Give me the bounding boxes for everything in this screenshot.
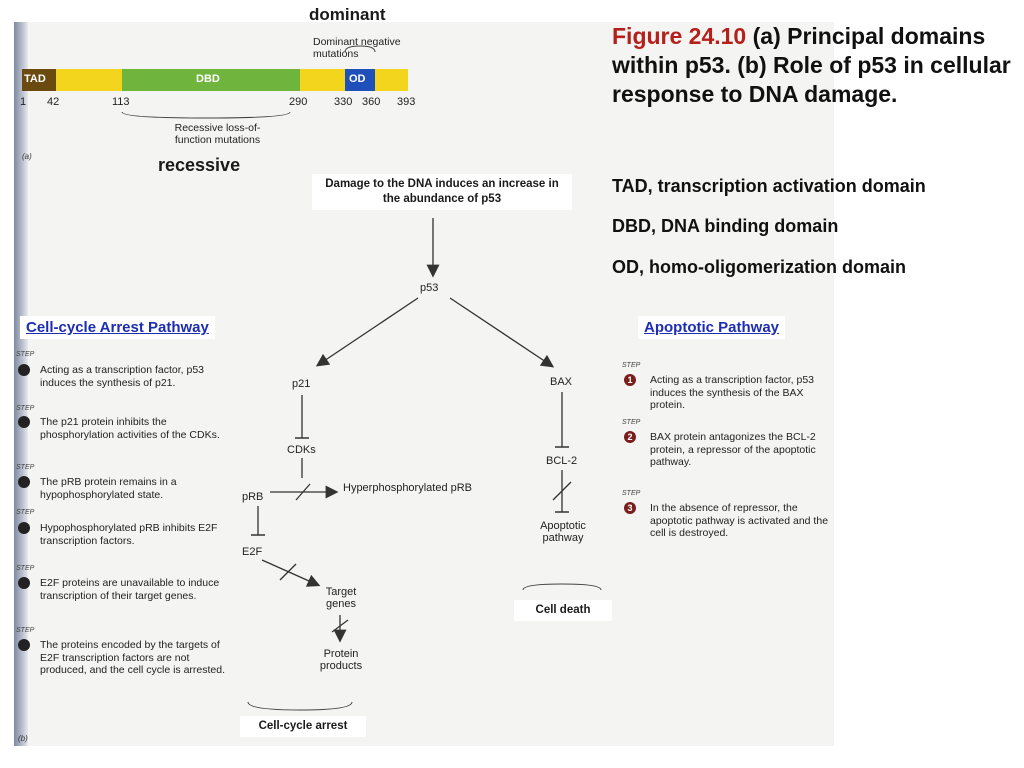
step-badge bbox=[18, 639, 30, 651]
node-apoptotic-pathway: Apoptotic pathway bbox=[540, 520, 586, 544]
node-e2f: E2F bbox=[242, 546, 263, 558]
scanned-figure bbox=[14, 22, 834, 746]
dominant-brace bbox=[344, 45, 376, 53]
position-1: 1 bbox=[20, 96, 27, 108]
dbd-domain bbox=[122, 69, 300, 91]
step-tag: STEP bbox=[622, 490, 641, 497]
right-step-3: In the absence of repressor, the apoptot… bbox=[650, 502, 829, 539]
right-step-1: Acting as a transcription factor, p53 in… bbox=[650, 374, 815, 411]
step-badge bbox=[18, 364, 30, 376]
recessive-loss-note: Recessive loss-of-function mutations bbox=[174, 122, 261, 146]
step-badge bbox=[18, 476, 30, 488]
position-393: 393 bbox=[397, 96, 416, 108]
position-113: 113 bbox=[112, 96, 130, 108]
step-badge: 1 bbox=[624, 374, 636, 386]
node-bax: BAX bbox=[550, 376, 573, 388]
step-tag: STEP bbox=[622, 362, 641, 369]
position-290: 290 bbox=[289, 96, 308, 108]
step-tag: STEP bbox=[16, 509, 35, 516]
tad-domain bbox=[22, 69, 56, 91]
step-tag: STEP bbox=[16, 627, 35, 634]
arrow-p53-to-bax bbox=[449, 297, 555, 368]
cell-cycle-arrest-outcome: Cell-cycle arrest bbox=[240, 716, 366, 737]
node-target-genes: Target genes bbox=[325, 586, 357, 610]
position-330: 330 bbox=[334, 96, 353, 108]
cell-cycle-arrest-brace bbox=[247, 701, 353, 711]
node-prb: pRB bbox=[242, 491, 264, 503]
step-tag: STEP bbox=[16, 464, 35, 471]
step-badge bbox=[18, 416, 30, 428]
step-tag: STEP bbox=[16, 565, 35, 572]
node-protein-products: Protein products bbox=[319, 648, 363, 672]
step-badge bbox=[18, 577, 30, 589]
od-label: OD bbox=[349, 73, 366, 85]
left-step-1: Acting as a transcription factor, p53 in… bbox=[40, 364, 205, 389]
node-p21: p21 bbox=[292, 378, 311, 390]
node-bcl2: BCL-2 bbox=[546, 455, 578, 467]
position-42: 42 bbox=[47, 96, 60, 108]
abbrev-tad: TAD, transcription activation domain bbox=[612, 176, 926, 196]
step-badge bbox=[18, 522, 30, 534]
dominant-label: dominant bbox=[309, 5, 386, 24]
apoptotic-pathway-title: Apoptotic Pathway bbox=[638, 316, 786, 339]
linker-segment-1 bbox=[56, 69, 122, 91]
tad-label: TAD bbox=[24, 73, 46, 85]
recessive-brace bbox=[121, 111, 291, 119]
left-step-2: The p21 protein inhibits the phosphoryla… bbox=[40, 416, 220, 441]
blocked-arrow-target-genes bbox=[261, 559, 321, 587]
left-step-6: The proteins encoded by the targets of E… bbox=[40, 639, 226, 676]
node-cdks: CDKs bbox=[287, 444, 316, 456]
damage-info-box: Damage to the DNA induces an increase in… bbox=[312, 174, 572, 210]
step-badge: 2 bbox=[624, 431, 636, 443]
dominant-negative-note: Dominant negative mutations bbox=[313, 36, 401, 60]
recessive-label: recessive bbox=[158, 155, 241, 175]
step-tag: STEP bbox=[16, 351, 35, 358]
arrow-p53-to-p21 bbox=[315, 297, 419, 367]
position-360: 360 bbox=[362, 96, 381, 108]
book-spine-shadow bbox=[14, 22, 28, 746]
node-p53: p53 bbox=[420, 282, 439, 294]
cell-death-outcome: Cell death bbox=[514, 600, 612, 621]
panel-a-letter: (a) bbox=[22, 152, 32, 161]
od-domain bbox=[345, 69, 375, 91]
figure-number: Figure 24.10 bbox=[612, 23, 747, 49]
step-tag: STEP bbox=[622, 419, 641, 426]
left-step-4: Hypophosphorylated pRB inhibits E2F tran… bbox=[40, 522, 218, 547]
left-step-5: E2F proteins are unavailable to induce t… bbox=[40, 577, 220, 602]
right-step-2: BAX protein antagonizes the BCL-2 protei… bbox=[650, 431, 816, 468]
cell-death-brace bbox=[522, 583, 602, 591]
abbrev-od: OD, homo-oligomerization domain bbox=[612, 257, 906, 277]
dbd-label: DBD bbox=[196, 73, 220, 85]
node-hyperphosphorylated-prb: Hyperphosphorylated pRB bbox=[343, 482, 473, 494]
figure-caption: Figure 24.10 (a) Principal domains withi… bbox=[612, 22, 1012, 109]
abbrev-dbd: DBD, DNA binding domain bbox=[612, 216, 839, 236]
figure-caption-text: (a) Principal domains within p53. (b) Ro… bbox=[612, 23, 1011, 107]
cell-cycle-arrest-pathway-title: Cell-cycle Arrest Pathway bbox=[20, 316, 215, 339]
panel-b-letter: (b) bbox=[18, 734, 28, 743]
step-badge: 3 bbox=[624, 502, 636, 514]
left-step-3: The pRB protein remains in a hypophospho… bbox=[40, 476, 177, 501]
step-tag: STEP bbox=[16, 405, 35, 412]
